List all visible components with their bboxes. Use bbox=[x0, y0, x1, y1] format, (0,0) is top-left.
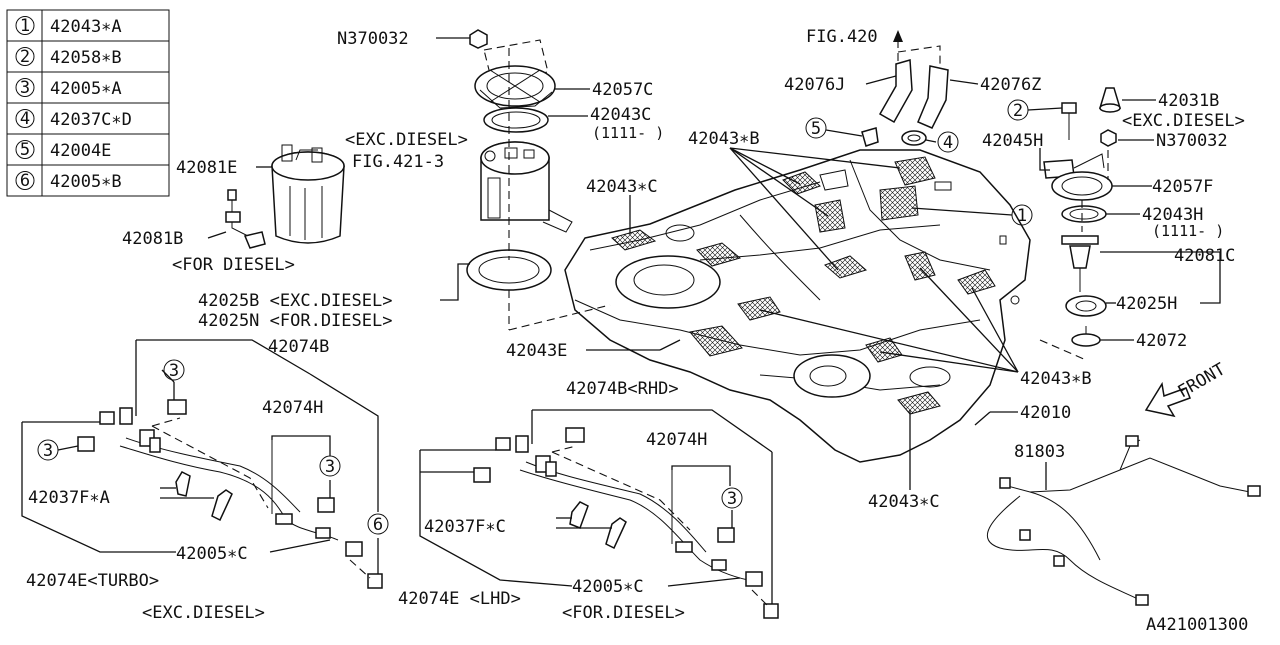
legend-number: 3 bbox=[20, 78, 30, 98]
label-42037f-a: 42037F∗A bbox=[28, 488, 110, 508]
label-42043h-note: (1111- ) bbox=[1152, 222, 1224, 240]
callout-3: 3 bbox=[325, 457, 335, 477]
label-exc-diesel-pump: <EXC.DIESEL> bbox=[345, 130, 468, 150]
fuel-pump-assembly bbox=[466, 29, 611, 331]
legend-row: 2 42058∗B bbox=[15, 47, 122, 68]
fuel-lines-diesel bbox=[473, 427, 779, 619]
label-42037f-c: 42037F∗C bbox=[424, 517, 506, 537]
callout-circles: 1 2 3 3 3 3 4 5 6 bbox=[37, 99, 1033, 535]
label-42074h-right: 42074H bbox=[646, 430, 707, 450]
label-42045h: 42045H bbox=[982, 131, 1043, 151]
front-label: FRONT bbox=[1175, 359, 1229, 402]
filler-hoses bbox=[878, 30, 949, 129]
tank-cap-parts bbox=[1039, 87, 1122, 361]
label-42074b-left: 42074B bbox=[268, 337, 329, 357]
legend-row: 1 42043∗A bbox=[15, 16, 122, 37]
callout-3: 3 bbox=[43, 441, 53, 461]
label-42010: 42010 bbox=[1020, 403, 1071, 423]
legend-number: 1 bbox=[20, 16, 30, 36]
label-42076j: 42076J bbox=[784, 75, 845, 95]
wiring-harness bbox=[987, 435, 1261, 606]
legend-part-number: 42005∗B bbox=[50, 172, 122, 192]
legend-part-number: 42004E bbox=[50, 141, 111, 161]
callout-5: 5 bbox=[811, 119, 821, 139]
label-81803: 81803 bbox=[1014, 442, 1065, 462]
legend-number: 5 bbox=[20, 140, 30, 160]
label-exc-diesel-bottom: <EXC.DIESEL> bbox=[142, 603, 265, 623]
legend-part-number: 42058∗B bbox=[50, 48, 122, 68]
callout-1: 1 bbox=[1017, 206, 1027, 226]
legend-part-number: 42005∗A bbox=[50, 79, 122, 99]
legend-row: 4 42037C∗D bbox=[15, 109, 132, 130]
legend-number: 4 bbox=[20, 109, 30, 129]
label-42074e-turbo: 42074E<TURBO> bbox=[26, 571, 159, 591]
label-42081c: 42081C bbox=[1174, 246, 1235, 266]
callout-4: 4 bbox=[943, 133, 953, 153]
legend-row: 5 42004E bbox=[15, 140, 111, 161]
part-labels: N370032 42057C 42043C (1111- ) <EXC.DIES… bbox=[26, 27, 1248, 635]
label-42074h-left: 42074H bbox=[262, 398, 323, 418]
label-42043e: 42043E bbox=[506, 341, 567, 361]
label-42025h: 42025H bbox=[1116, 294, 1177, 314]
label-exc-diesel-right: <EXC.DIESEL> bbox=[1122, 111, 1245, 131]
legend-row: 6 42005∗B bbox=[15, 171, 122, 192]
label-42043c-mid: 42043∗C bbox=[586, 177, 658, 197]
label-42072: 42072 bbox=[1136, 331, 1187, 351]
label-n370032-right: N370032 bbox=[1156, 131, 1228, 151]
label-42074b-rhd: 42074B<RHD> bbox=[566, 379, 679, 399]
label-42043c: 42043C bbox=[590, 105, 651, 125]
label-for-diesel-left: <FOR DIESEL> bbox=[172, 255, 295, 275]
label-42043h: 42043H bbox=[1142, 205, 1203, 225]
label-42081b: 42081B bbox=[122, 229, 183, 249]
fuel-lines-turbo bbox=[77, 399, 383, 589]
label-n370032-top: N370032 bbox=[337, 29, 409, 49]
legend-number: 2 bbox=[20, 47, 30, 67]
legend-part-number: 42043∗A bbox=[50, 17, 122, 37]
label-fig421: FIG.421-3 bbox=[352, 152, 444, 172]
label-42043b-top: 42043∗B bbox=[688, 129, 760, 149]
label-42025n: 42025N <FOR.DIESEL> bbox=[198, 311, 392, 331]
label-42074e-lhd: 42074E <LHD> bbox=[398, 589, 521, 609]
label-42076z: 42076Z bbox=[980, 75, 1041, 95]
diesel-fuel-filter bbox=[271, 144, 345, 244]
label-42005c-right: 42005∗C bbox=[572, 577, 644, 597]
label-42031b: 42031B bbox=[1158, 91, 1219, 111]
fuel-tank bbox=[564, 149, 1031, 463]
label-42057f: 42057F bbox=[1152, 177, 1213, 197]
hose-clamp bbox=[901, 130, 927, 146]
label-42043b-right: 42043∗B bbox=[1020, 369, 1092, 389]
fuel-gauge-sender bbox=[225, 189, 266, 249]
front-direction-arrow: FRONT bbox=[1144, 359, 1229, 418]
label-42057c: 42057C bbox=[592, 80, 653, 100]
legend-table: 1 42043∗A 2 42058∗B 3 42005∗A 4 42037C∗D… bbox=[6, 9, 170, 197]
callout-3: 3 bbox=[727, 489, 737, 509]
diagram-id: A421001300 bbox=[1146, 615, 1248, 635]
grommet bbox=[861, 127, 879, 147]
legend-number: 6 bbox=[20, 171, 30, 191]
callout-3: 3 bbox=[169, 361, 179, 381]
label-42043c-bottom: 42043∗C bbox=[868, 492, 940, 512]
callout-2: 2 bbox=[1013, 101, 1023, 121]
label-42005c-left: 42005∗C bbox=[176, 544, 248, 564]
legend-part-number: 42037C∗D bbox=[50, 110, 132, 130]
callout-6: 6 bbox=[373, 515, 383, 535]
label-42043c-note: (1111- ) bbox=[592, 124, 664, 142]
label-42081e: 42081E bbox=[176, 158, 237, 178]
label-fig420: FIG.420 bbox=[806, 27, 878, 47]
label-42025b: 42025B <EXC.DIESEL> bbox=[198, 291, 392, 311]
label-for-diesel-bottom: <FOR.DIESEL> bbox=[562, 603, 685, 623]
legend-row: 3 42005∗A bbox=[15, 78, 122, 99]
